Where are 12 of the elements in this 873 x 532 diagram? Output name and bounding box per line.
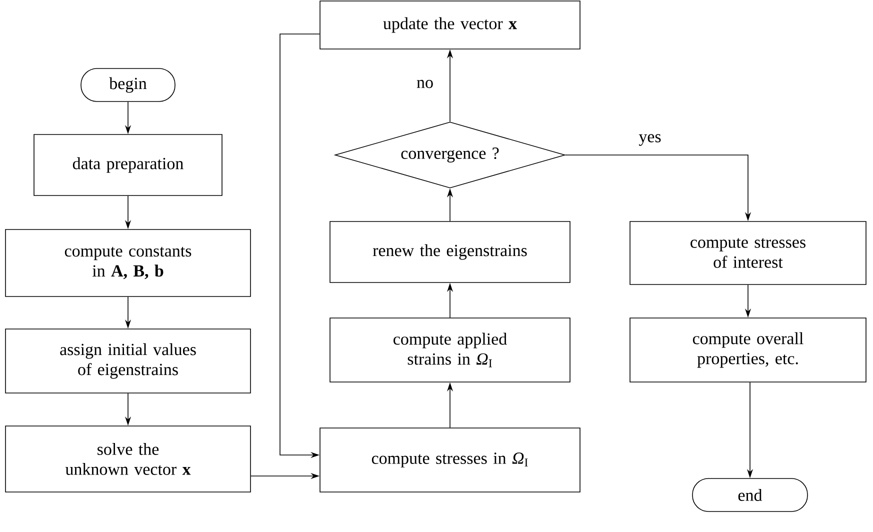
process-box: compute constants in A, B, b xyxy=(5,229,251,297)
process-box: compute stresses of interest xyxy=(630,221,866,285)
process-box: solve the unknown vector x xyxy=(5,426,251,492)
process-box: compute overall properties, etc. xyxy=(630,318,866,382)
edge-label: no xyxy=(416,78,434,90)
process-box: compute applied strains in Ω$_{I}$ xyxy=(330,318,570,382)
process-box: assign initial values of eigenstrains xyxy=(5,328,251,394)
process-box: update the vector x xyxy=(320,0,580,50)
process-box: compute stresses in Ω$_{I}$ xyxy=(320,428,580,492)
process-box: renew the eigenstrains xyxy=(330,221,570,283)
edge-label: yes xyxy=(638,133,662,147)
process-box: data preparation xyxy=(34,134,222,196)
